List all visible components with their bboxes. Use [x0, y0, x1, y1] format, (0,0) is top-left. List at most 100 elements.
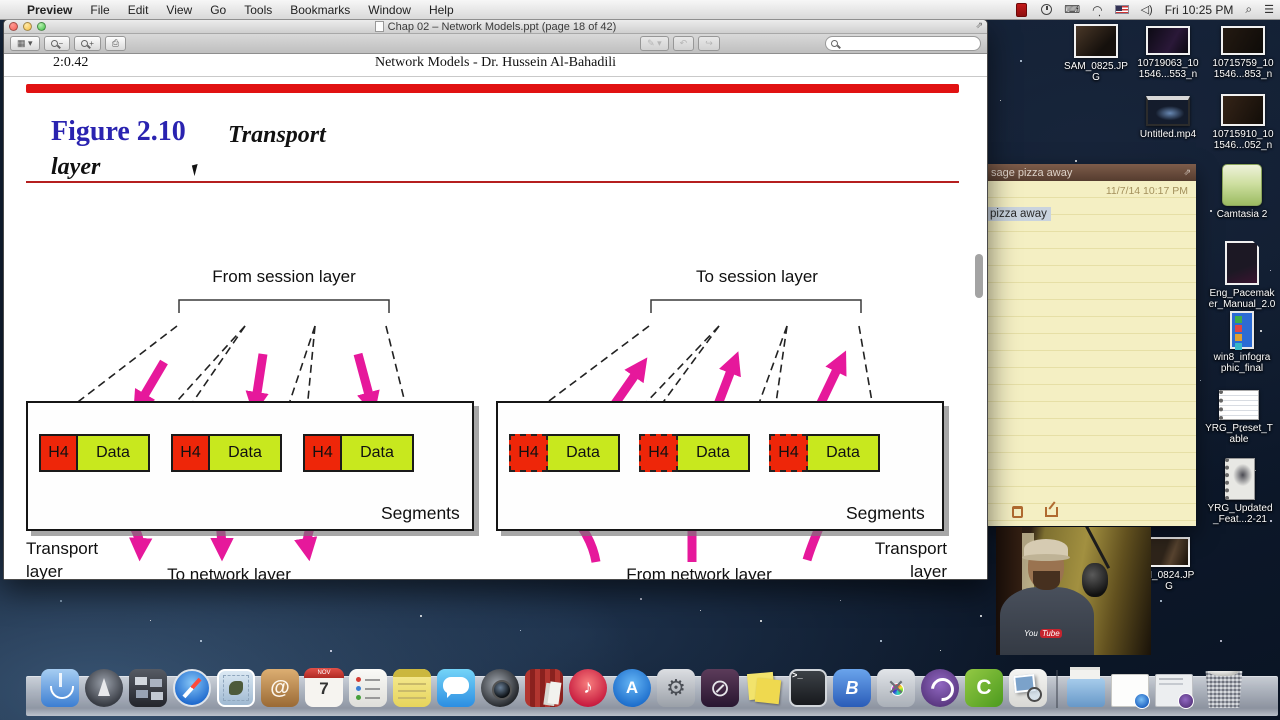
dock-bluetooth-icon[interactable]: B: [832, 668, 872, 708]
menu-edit[interactable]: Edit: [127, 2, 149, 17]
dock-itunes-icon[interactable]: ♪: [568, 668, 608, 708]
desktop-icon-sam-0824[interactable]: M_0824.JP G: [1131, 537, 1207, 592]
dock-reminders-icon[interactable]: [348, 668, 388, 708]
image-icon: [1230, 311, 1254, 350]
notification-center-icon[interactable]: ☰: [1264, 4, 1274, 16]
clock-menu-icon[interactable]: [1041, 4, 1053, 15]
forward-button[interactable]: ↪: [698, 36, 720, 51]
notes-title-bar[interactable]: sage pizza away ⇗: [986, 164, 1196, 181]
person-beard: [1033, 571, 1060, 590]
zoom-in-button[interactable]: +: [74, 36, 101, 51]
dock-selfcontrol-icon[interactable]: ⊘: [700, 668, 740, 708]
shirt-logo: You Tube: [1024, 629, 1062, 638]
markup-button[interactable]: ✎ ▾: [640, 36, 669, 51]
toolbar-search-field[interactable]: [825, 36, 981, 51]
dock-system-preferences-icon[interactable]: ⚙: [656, 668, 696, 708]
apple-menu-icon[interactable]: [0, 0, 18, 20]
dock-safari-stack-icon[interactable]: [1110, 668, 1150, 709]
notes-share-icon[interactable]: [1045, 507, 1058, 517]
dock-contacts-icon[interactable]: @: [260, 668, 300, 708]
notes-window: sage pizza away ⇗ 11/7/14 10:17 PM pizza…: [986, 164, 1196, 526]
zoom-out-button[interactable]: −: [43, 36, 71, 51]
share-button[interactable]: ⎙: [104, 36, 127, 51]
notes-body[interactable]: 11/7/14 10:17 PM pizza away: [986, 181, 1196, 526]
spreadsheet-icon: [1219, 390, 1259, 420]
segment: H4 Data: [303, 434, 414, 472]
desktop-icon-10715910[interactable]: 10715910_10 1546...052_n: [1205, 94, 1280, 151]
input-language-flag-icon[interactable]: [1114, 5, 1129, 14]
data-cell: Data: [548, 434, 620, 472]
dock-launchpad-icon[interactable]: [84, 668, 124, 708]
right-layer-label2: layer: [910, 562, 947, 579]
dock-safari-icon[interactable]: [172, 668, 212, 708]
menu-app-name[interactable]: Preview: [27, 2, 73, 17]
left-top-label: From session layer: [212, 267, 356, 286]
dock-notes-icon[interactable]: [392, 668, 432, 708]
menu-file[interactable]: File: [90, 2, 110, 17]
left-layer-label: Transport: [26, 539, 99, 558]
right-top-label: To session layer: [696, 267, 818, 286]
dock-finder-icon[interactable]: [40, 668, 80, 708]
dock-preview-icon[interactable]: [1008, 668, 1048, 708]
dock-terminal-icon[interactable]: >_: [788, 668, 828, 708]
recording-indicator-icon[interactable]: [1016, 2, 1028, 17]
menu-window[interactable]: Window: [368, 2, 411, 17]
menu-bar-clock[interactable]: Fri 10:25 PM: [1164, 2, 1234, 17]
minimize-button[interactable]: [23, 22, 32, 31]
menu-tools[interactable]: Tools: [244, 2, 273, 17]
right-layer-label: Transport: [874, 539, 947, 558]
volume-icon[interactable]: ◁): [1140, 4, 1153, 16]
spotlight-icon[interactable]: ⌕: [1245, 2, 1253, 16]
desktop-icon-win8-infographic[interactable]: win8_infogra phic_final: [1204, 311, 1280, 374]
microphone: [1082, 563, 1108, 597]
wifi-icon[interactable]: ◠̣: [1092, 2, 1103, 17]
window-content: 2:0.42 Network Models - Dr. Hussein Al-B…: [4, 54, 987, 579]
view-menu-button[interactable]: ▦ ▾: [10, 36, 40, 51]
vertical-scrollbar-thumb[interactable]: [975, 254, 983, 298]
fullscreen-icon[interactable]: ⇗: [975, 20, 983, 30]
dock-mail-icon[interactable]: [216, 668, 256, 708]
close-button[interactable]: [9, 22, 18, 31]
window-title-bar[interactable]: Chap 02 – Network Models.ppt (page 18 of…: [4, 20, 987, 34]
menu-bookmarks[interactable]: Bookmarks: [290, 2, 351, 17]
desktop-icon-eng-pacemaker-manual[interactable]: Eng_Pacemak er_Manual_2.0: [1204, 241, 1280, 310]
rotate-button[interactable]: ↶: [672, 36, 695, 51]
desktop-icon-yrg-updated-feat[interactable]: YRG_Updated _Feat...2-21: [1202, 458, 1278, 525]
dock-photo-booth-icon[interactable]: [524, 668, 564, 708]
dock-documents-folder-icon[interactable]: [1066, 668, 1106, 708]
desktop-icon-yrg-preset-table[interactable]: YRG_Preset_T able: [1201, 390, 1277, 445]
red-bar: [26, 84, 959, 93]
h4-header-cell: H4: [171, 434, 210, 472]
document-proxy-icon[interactable]: [374, 21, 384, 32]
dock-messages-icon[interactable]: [436, 668, 476, 708]
desktop-icon-10719063[interactable]: 10719063_10 1546...553_n: [1130, 26, 1206, 80]
dock-camtasia-icon[interactable]: C: [964, 668, 1004, 708]
desktop-icon-sam-0825[interactable]: SAM_0825.JP G: [1058, 24, 1134, 83]
zoom-button[interactable]: [37, 22, 46, 31]
dock-utilities-icon[interactable]: ✕: [876, 668, 916, 708]
keyboard-menu-icon[interactable]: ⌨: [1064, 4, 1081, 16]
right-segments-label: Segments: [846, 503, 925, 523]
notes-trash-icon[interactable]: [1012, 506, 1023, 518]
desktop-icon-camtasia-2-drive[interactable]: Camtasia 2: [1204, 164, 1280, 220]
menu-help[interactable]: Help: [428, 2, 454, 17]
menu-go[interactable]: Go: [210, 2, 227, 17]
figure-title-line2: layer: [51, 154, 101, 180]
search-input[interactable]: [838, 38, 958, 49]
dock-bittorrent-icon[interactable]: [920, 668, 960, 708]
desktop-icon-10715759[interactable]: 10715759_10 1546...853_n: [1205, 26, 1280, 80]
dock-stickies-icon[interactable]: [744, 668, 784, 708]
notes-expand-icon[interactable]: ⇗: [1183, 167, 1191, 177]
dock-trash-icon[interactable]: [1198, 668, 1250, 708]
dock-facetime-camera-icon[interactable]: [480, 668, 520, 708]
dock-app-store-icon[interactable]: A: [612, 668, 652, 708]
photo-thumbnail: [1221, 26, 1265, 55]
dock-bittorrent-stack-icon[interactable]: [1154, 668, 1194, 709]
window-title: Chap 02 – Network Models.ppt (page 18 of…: [4, 21, 987, 33]
h4-header-cell: H4: [39, 434, 78, 472]
menu-view[interactable]: View: [166, 2, 193, 17]
dock-mission-control-icon[interactable]: [128, 668, 168, 708]
desktop-icon-untitled-mp4[interactable]: Untitled.mp4: [1130, 96, 1206, 140]
left-bottom-label: To network layer: [167, 565, 291, 579]
